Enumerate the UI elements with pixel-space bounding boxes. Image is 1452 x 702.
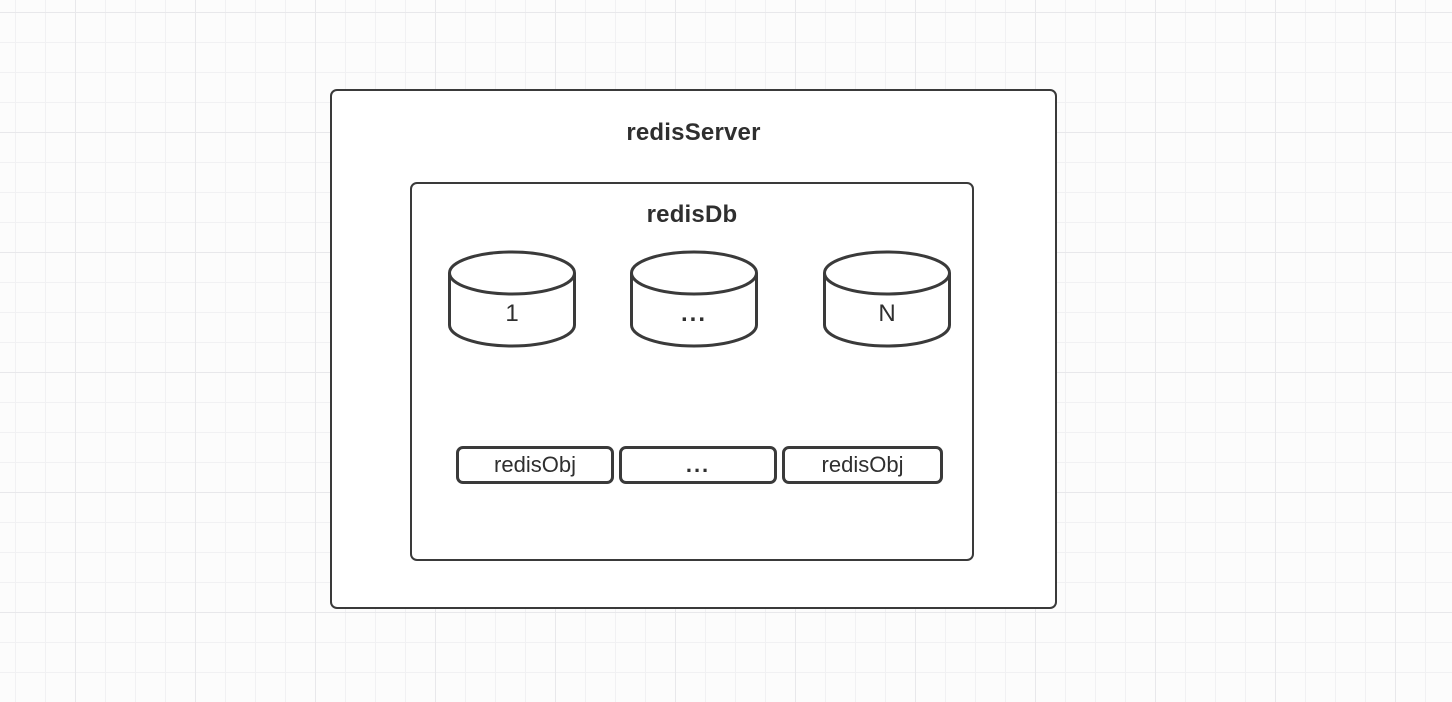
db-cylinder-1: 1 xyxy=(447,249,577,349)
database-cylinder-icon xyxy=(823,250,951,348)
cylinder-label: N xyxy=(878,300,896,327)
redis-obj-row: redisObj ... redisObj xyxy=(456,446,943,484)
db-cylinder-n: N xyxy=(822,249,952,349)
cylinder-label: 1 xyxy=(505,300,519,327)
cylinder-label: ... xyxy=(680,300,707,327)
database-cylinder-icon xyxy=(630,250,758,348)
redis-obj-box-2: redisObj xyxy=(782,446,943,484)
db-cylinder-ellipsis: ... xyxy=(629,249,759,349)
redis-server-label: redisServer xyxy=(626,119,761,146)
redis-obj-box-1: redisObj xyxy=(456,446,614,484)
redis-server-box: redisServer redisDb 1 ... xyxy=(330,89,1057,609)
redis-db-box: redisDb 1 ... xyxy=(410,182,974,561)
redis-db-label: redisDb xyxy=(646,201,738,228)
redis-obj-box-ellipsis: ... xyxy=(619,446,777,484)
database-cylinder-icon xyxy=(448,250,576,348)
